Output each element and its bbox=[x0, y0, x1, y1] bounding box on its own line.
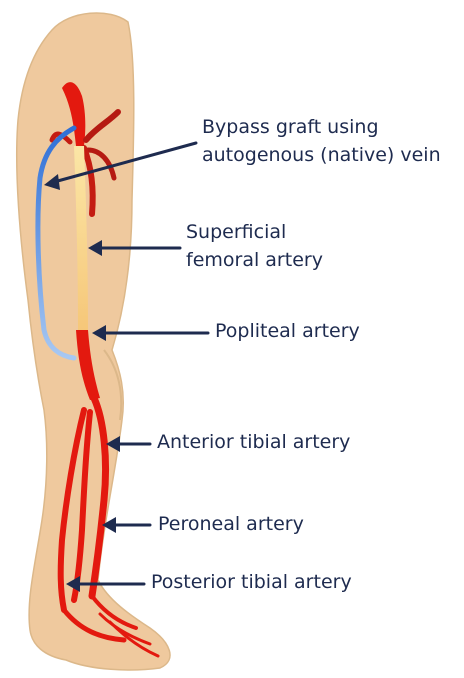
label-superficial-femoral-artery: Superficial femoral artery bbox=[186, 218, 323, 274]
label-peroneal-artery: Peroneal artery bbox=[158, 510, 304, 538]
label-superficial-femoral-line-2: femoral artery bbox=[186, 246, 323, 274]
label-bypass-graft-line-1: Bypass graft using bbox=[202, 113, 441, 141]
label-peroneal-line-1: Peroneal artery bbox=[158, 510, 304, 538]
label-posterior-tibial-artery: Posterior tibial artery bbox=[151, 568, 352, 596]
label-popliteal-line-1: Popliteal artery bbox=[215, 317, 360, 345]
label-anterior-tibial-line-1: Anterior tibial artery bbox=[157, 428, 350, 456]
label-bypass-graft-line-2: autogenous (native) vein bbox=[202, 141, 441, 169]
label-bypass-graft: Bypass graft using autogenous (native) v… bbox=[202, 113, 441, 169]
label-anterior-tibial-artery: Anterior tibial artery bbox=[157, 428, 350, 456]
label-popliteal-artery: Popliteal artery bbox=[215, 317, 360, 345]
label-posterior-tibial-line-1: Posterior tibial artery bbox=[151, 568, 352, 596]
label-superficial-femoral-line-1: Superficial bbox=[186, 218, 323, 246]
